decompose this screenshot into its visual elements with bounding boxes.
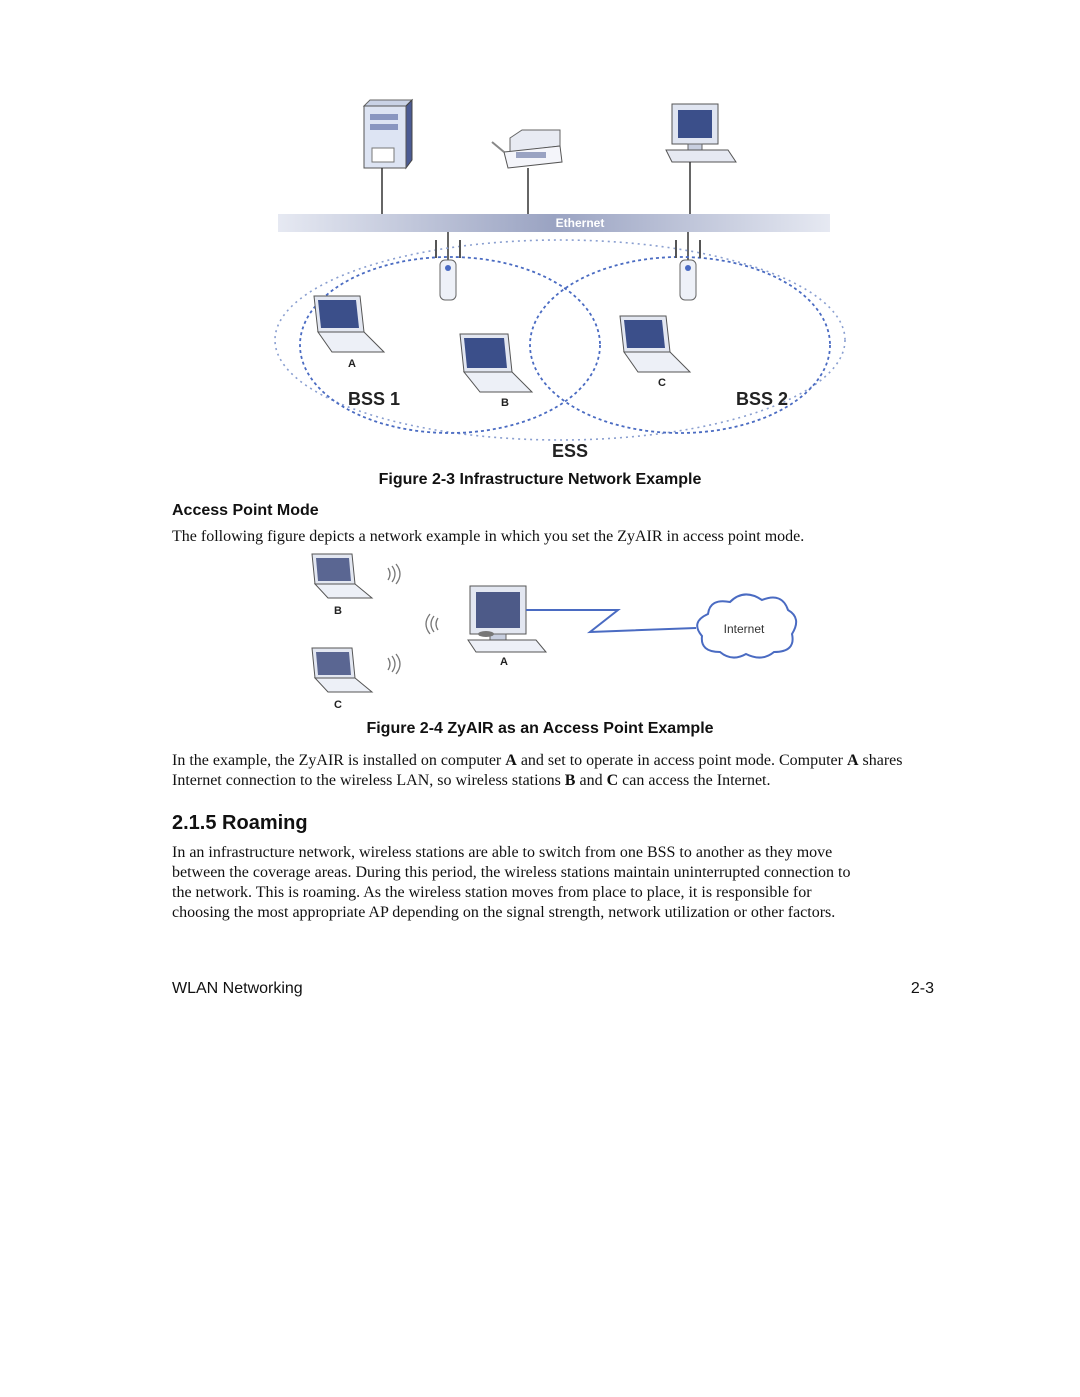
text-run: can access the Internet. <box>618 772 771 789</box>
bss2-coverage-area <box>529 256 831 434</box>
internet-label: Internet <box>724 622 765 636</box>
laptop-c-label: C <box>658 377 666 389</box>
computer-a-ref: A <box>846 752 859 769</box>
computer-a-ref: A <box>505 752 517 769</box>
text-run: shares Internet connection to the wirele… <box>172 752 903 789</box>
figure-2-3-caption: Figure 2-3 Infrastructure Network Exampl… <box>378 471 702 488</box>
computer-a-icon <box>467 585 548 653</box>
station-c-label: C <box>334 699 342 711</box>
footer-chapter-title: WLAN Networking <box>172 980 303 997</box>
ess-label: ESS <box>552 441 588 461</box>
station-c-ref: C <box>606 772 619 789</box>
laptop-b-icon <box>311 553 374 599</box>
printer-icon <box>491 129 563 169</box>
ethernet-label: Ethernet <box>556 216 605 230</box>
ess-coverage-area <box>274 239 846 441</box>
laptop-c-icon <box>311 647 374 693</box>
text-run: In the example, the ZyAIR is installed o… <box>172 752 506 769</box>
bss1-label: BSS 1 <box>348 389 400 409</box>
text-run: and set to operate in access point mode.… <box>516 752 847 769</box>
roaming-line: the network. This is roaming. As the wir… <box>172 884 812 901</box>
roaming-line: In an infrastructure network, wireless s… <box>172 844 833 861</box>
roaming-line: between the coverage areas. During this … <box>172 864 851 881</box>
roaming-body: In an infrastructure network, wireless s… <box>172 843 952 923</box>
footer-page-number: 2-3 <box>910 980 934 997</box>
bss2-label: BSS 2 <box>736 389 788 409</box>
server-icon <box>362 98 414 170</box>
bss1-coverage-area <box>299 256 601 434</box>
roaming-line: choosing the most appropriate AP dependi… <box>172 904 836 921</box>
internet-link <box>526 609 697 634</box>
figure-2-4-caption: Figure 2-4 ZyAIR as an Access Point Exam… <box>366 720 714 737</box>
desktop-computer-icon <box>665 103 737 163</box>
access-point-2-icon <box>675 240 701 301</box>
internet-cloud-icon <box>696 593 798 659</box>
access-point-1-icon <box>435 240 461 301</box>
laptop-b-icon <box>459 333 534 393</box>
station-b-label: B <box>334 605 342 617</box>
wireless-signal-icon <box>425 613 439 635</box>
access-point-example-figure: B C A Internet <box>311 553 798 711</box>
infrastructure-network-figure: Ethernet A B C BSS 1 BSS 2 <box>274 98 846 461</box>
access-point-mode-intro: The following figure depicts a network e… <box>172 528 805 545</box>
laptop-c-icon <box>619 315 692 373</box>
computer-a-label: A <box>500 656 508 668</box>
ethernet-bus <box>278 214 830 232</box>
station-b-ref: B <box>564 772 576 789</box>
roaming-heading: 2.1.5 Roaming <box>172 812 308 834</box>
laptop-b-label: B <box>501 397 509 409</box>
text-run: and <box>575 772 607 789</box>
wireless-signal-icon <box>387 563 401 585</box>
laptop-a-label: A <box>348 358 356 370</box>
access-point-mode-heading: Access Point Mode <box>172 502 319 519</box>
laptop-a-icon <box>313 295 386 353</box>
wireless-signal-icon <box>387 653 401 675</box>
example-paragraph: In the example, the ZyAIR is installed o… <box>172 751 932 791</box>
